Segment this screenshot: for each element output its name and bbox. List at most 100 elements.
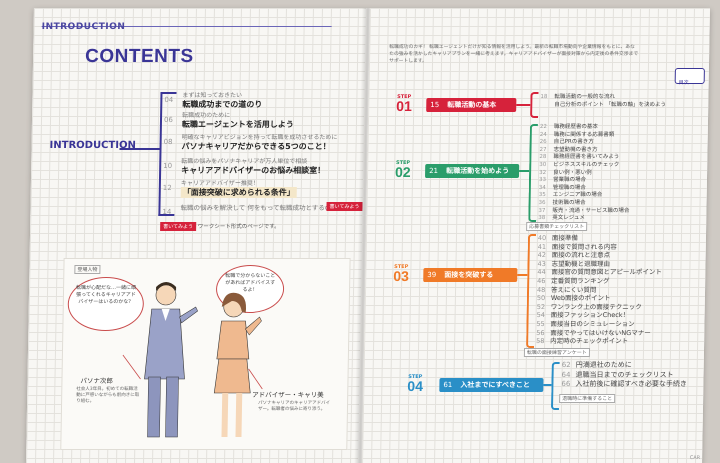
step-title: 転職活動の基本 <box>447 101 497 109</box>
toc-item-number: 12 <box>162 184 172 192</box>
toc-item-subtitle: 転職成功のために <box>182 112 231 119</box>
item-page: 58 <box>536 337 545 346</box>
step-connector <box>543 384 552 386</box>
step-connector <box>516 104 531 106</box>
toc-item-subtitle: キャリアアドバイザー推奨！ <box>180 180 259 187</box>
toc-item[interactable]: 14 転職の悩みを解決して 何をもって転職成功とするのか <box>162 202 338 216</box>
write-tag: 書いてみよう <box>160 222 197 231</box>
step-item[interactable]: 64 退職当日までのチェックリスト <box>561 370 687 380</box>
step-pill[interactable]: 15 転職活動の基本 <box>426 98 517 112</box>
step-pill[interactable]: 39 面接を突破する <box>423 268 518 282</box>
step-item[interactable]: 自己分析のポイント 「転職の軸」を決めよう <box>540 100 666 108</box>
item-page: 62 <box>561 361 571 369</box>
write-tag: 書いてみよう <box>326 202 363 211</box>
step-item[interactable]: 62 円満退社のために <box>562 360 688 370</box>
extra-label: 退職時に準備すること <box>559 394 616 403</box>
item-title: 自己分析のポイント 「転職の軸」を決めよう <box>554 101 667 108</box>
toc-item-title: キャリアアドバイザーのお悩み相談室！ <box>181 166 326 175</box>
step-pill[interactable]: 61 入社までにすべきこと <box>439 378 544 392</box>
step-page: 15 <box>430 101 440 109</box>
toc-item-title: パソナキャリアだからできる5つのこと！ <box>181 142 331 151</box>
characters-drawing <box>122 282 263 438</box>
step-marker: STEP 02 <box>394 160 411 180</box>
step-extra: 退職時に準備すること <box>559 394 616 403</box>
toc-item-subtitle: まずは知っておきたい <box>182 92 243 99</box>
item-title: 入社前後に確認すべき必要な手続き <box>575 380 687 388</box>
contents-title: CONTENTS <box>84 46 194 67</box>
brace-connector <box>119 148 160 150</box>
toc-item-number: 04 <box>164 96 174 104</box>
extra-label: 応募書類チェックリスト <box>526 222 588 231</box>
extra-label: 転職の面接練習アンケート <box>523 348 590 357</box>
item-title: 英文レジュメ <box>552 215 585 222</box>
character-illustration: 登場人物 転職が心配だな…一緒に頑張ってくれるキャリアアドバイザーはいるのかな？… <box>60 258 351 450</box>
page-footer: CAR <box>689 455 701 461</box>
book-spread: INTRODUCTION CONTENTS INTRODUCTION 04 まず… <box>26 8 710 463</box>
step-extra: 応募書類チェックリスト <box>526 222 588 231</box>
character-name-left: パソナ次郎 <box>80 377 114 385</box>
toc-item-subtitle: 明確なキャリアビジョンを持って転職を成功させるために <box>181 134 338 141</box>
item-title: 退職当日までのチェックリスト <box>575 370 674 379</box>
item-page: 66 <box>561 380 571 388</box>
step-item[interactable]: 66 入社前後に確認すべき必要な手続き <box>561 379 687 389</box>
step-page: 39 <box>427 271 437 279</box>
toc-item-subtitle: 転職の悩みをパソナキャリアが万人単位で相談 <box>181 158 308 165</box>
toc-item[interactable]: 06 転職成功のために 転職エージェントを活用しよう <box>164 110 294 130</box>
toc-item[interactable]: 04 まずは知っておきたい 転職成功までの道のり <box>164 90 263 110</box>
step-connector <box>519 170 530 172</box>
worksheet-note-text: ワークシート形式のページです。 <box>197 224 280 230</box>
step-number: 02 <box>394 164 411 180</box>
step-title: 面接を突破する <box>444 271 494 279</box>
toc-item-subtitle: 転職の悩みを解決して 何をもって転職成功とするのか <box>180 204 338 212</box>
step-connector <box>517 274 528 276</box>
toc-item-number: 08 <box>163 138 173 146</box>
toc-item-title: 転職エージェントを活用しよう <box>181 120 294 129</box>
toc-item[interactable]: 08 明確なキャリアビジョンを持って転職を成功させるために パソナキャリアだから… <box>164 132 338 152</box>
step-number: 04 <box>407 378 424 394</box>
step-marker: STEP 04 <box>407 374 424 394</box>
toc-item-number: 10 <box>163 162 173 170</box>
toc-item-number: 14 <box>162 208 172 216</box>
toc-item-title: 転職成功までの道のり <box>182 100 263 109</box>
toc-item[interactable]: 10 転職の悩みをパソナキャリアが万人単位で相談 キャリアアドバイザーのお悩み相… <box>163 156 326 176</box>
step-bracket <box>526 234 537 348</box>
item-page: 64 <box>561 370 571 379</box>
toc-item[interactable]: 12 キャリアアドバイザー推奨！ 「面接突破に求められる条件」 <box>163 178 297 198</box>
toc-item-number: 06 <box>163 116 174 124</box>
step-page: 61 <box>443 381 453 389</box>
left-page: INTRODUCTION CONTENTS INTRODUCTION 04 まず… <box>26 8 366 463</box>
item-title: 円満退社のために <box>575 361 632 369</box>
step-marker: STEP 01 <box>396 94 412 114</box>
step-title: 入社までにすべきこと <box>460 381 531 389</box>
right-page: 転職成功のカギ！ 転職エージェントだけが知る情報を活用しよう。最新の転職市場動向… <box>362 8 710 463</box>
intro-header-text: INTRODUCTION <box>41 22 126 32</box>
